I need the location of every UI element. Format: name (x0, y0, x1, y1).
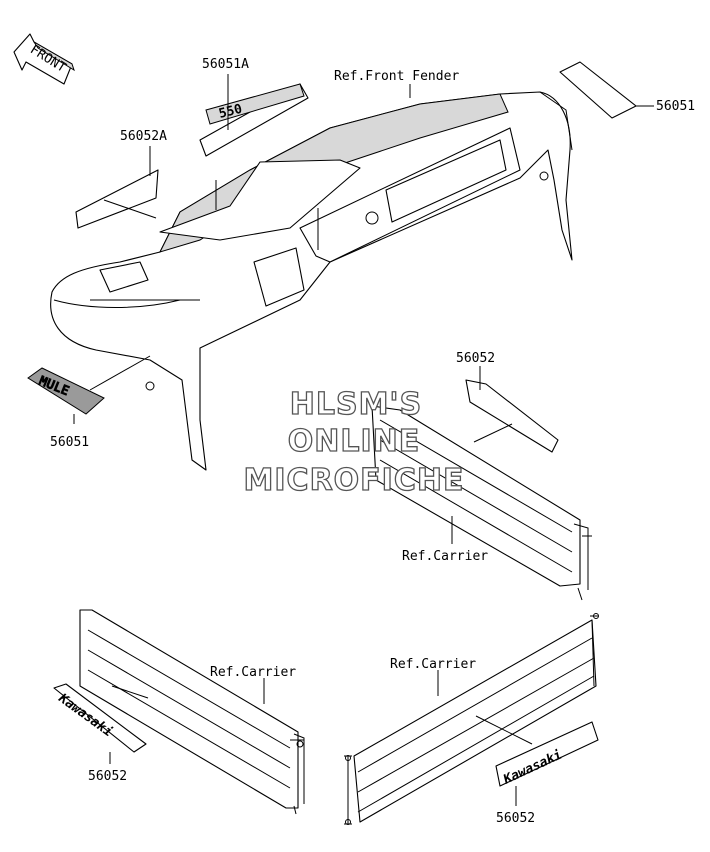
watermark-line-2: ONLINE (288, 424, 421, 459)
watermark: HLSM'S ONLINE MICROFICHE (243, 386, 465, 498)
leader-lines (73, 74, 654, 806)
callout-56052-bottom-left: 56052 (88, 769, 127, 784)
callout-ref-carrier-1: Ref.Carrier (402, 549, 488, 564)
callout-56052A: 56052A (120, 129, 167, 144)
front-direction-arrow: FRONT (13, 33, 75, 85)
callout-56051A: 56051A (202, 57, 249, 72)
callout-ref-front-fender: Ref.Front Fender (334, 69, 459, 84)
watermark-line-3: MICROFICHE (244, 463, 465, 498)
callout-ref-carrier-3: Ref.Carrier (390, 657, 476, 672)
callout-56052-right: 56052 (456, 351, 495, 366)
callout-56051-left: 56051 (50, 435, 89, 450)
decal-56051-top-right (559, 61, 637, 119)
callout-56052-bottom-right: 56052 (496, 811, 535, 826)
callout-ref-carrier-2: Ref.Carrier (210, 665, 296, 680)
carrier-upper-right (371, 405, 592, 601)
callout-56051-top: 56051 (656, 99, 695, 114)
decal-mule-left: MULE (27, 367, 105, 415)
decal-56052-right (465, 379, 559, 453)
decal-mule-text: MULE (37, 374, 72, 400)
carrier-lower-right (344, 613, 599, 825)
carrier-lower-left (79, 609, 305, 815)
watermark-line-1: HLSM'S (290, 387, 422, 422)
decal-56051A-text: 550 (217, 102, 244, 122)
decal-56052A (75, 169, 159, 229)
decal-56051A: 550 (199, 83, 309, 157)
front-fender (50, 84, 573, 471)
